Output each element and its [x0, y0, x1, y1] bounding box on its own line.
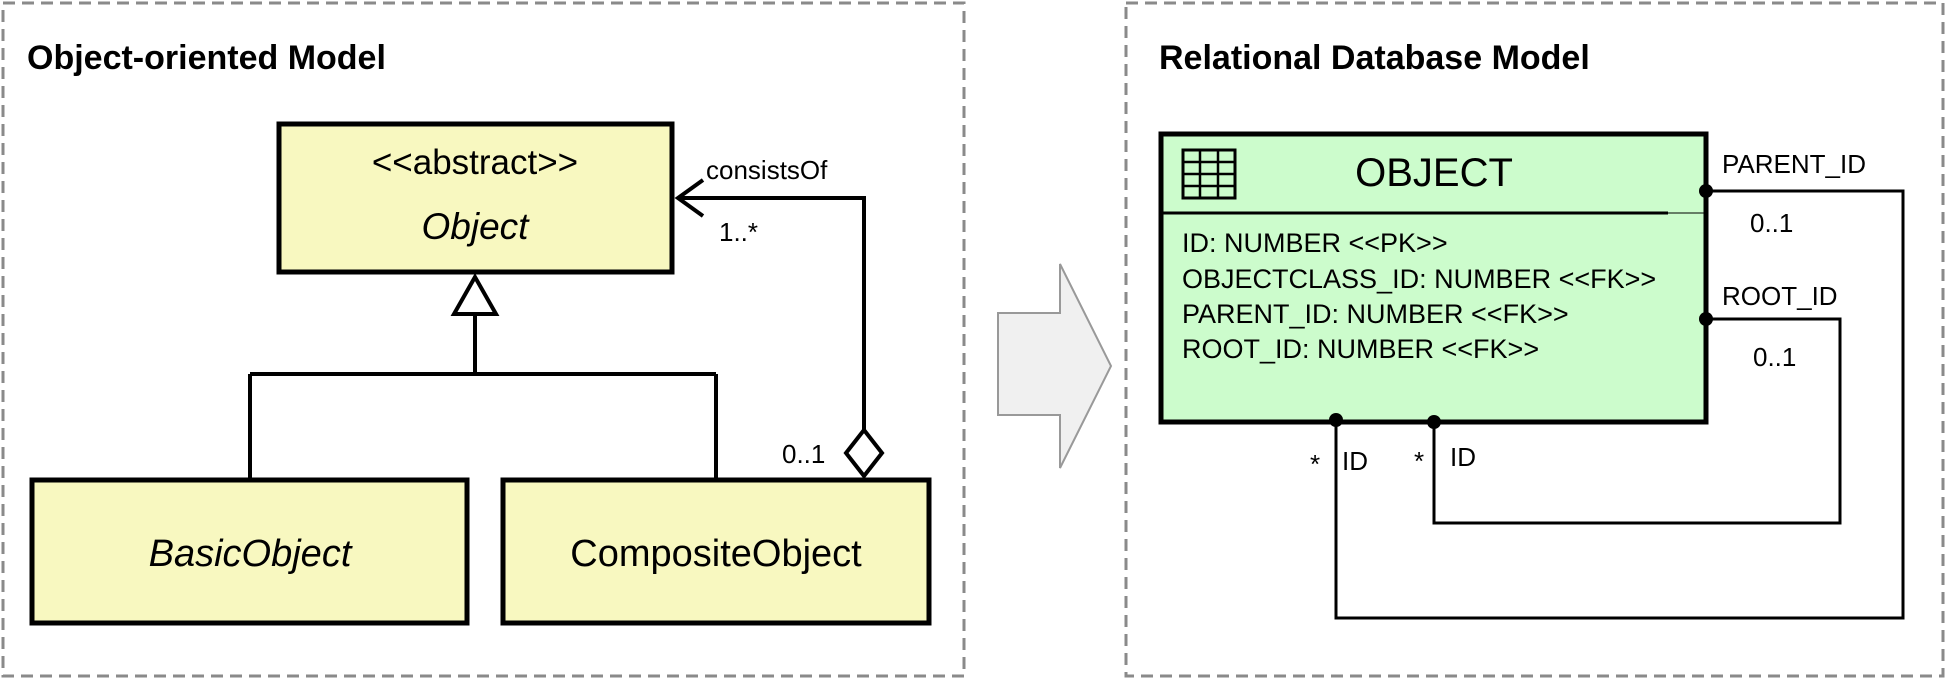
source-multiplicity-label: 0..1	[782, 439, 825, 469]
class-object-name: Object	[422, 206, 531, 247]
root-id-fk-label: ROOT_ID	[1722, 281, 1838, 311]
table-object-box	[1158, 131, 1709, 425]
table-attribute-id: ID: NUMBER <<PK>>	[1182, 228, 1448, 258]
table-object-name: OBJECT	[1355, 151, 1513, 195]
table-attribute-objectclass-id: OBJECTCLASS_ID: NUMBER <<FK>>	[1182, 264, 1656, 294]
oo-model-panel: Object-oriented Model <<abstract>> Objec…	[1, 1, 966, 678]
target-multiplicity-label: 1..*	[719, 217, 758, 247]
aggregation-diamond-icon	[843, 426, 885, 480]
fk-endpoint-dot	[1699, 184, 1713, 198]
oo-panel-title: Object-oriented Model	[27, 39, 386, 77]
class-basicobject-box	[29, 477, 470, 626]
parent-id-pk-multiplicity: *	[1310, 449, 1320, 479]
class-object-box	[276, 121, 675, 275]
parent-id-fk-multiplicity: 0..1	[1750, 208, 1793, 238]
class-basicobject: BasicObject	[29, 477, 470, 626]
relational-model-panel: Relational Database Model OBJECT ID: NUM…	[1124, 1, 1945, 678]
class-compositeobject-name: CompositeObject	[570, 533, 862, 575]
class-object: <<abstract>> Object	[276, 121, 675, 275]
table-object: OBJECT ID: NUMBER <<PK>> OBJECTCLASS_ID:…	[1158, 131, 1709, 425]
oo-panel-frame	[1, 1, 966, 678]
table-attribute-parent-id: PARENT_ID: NUMBER <<FK>>	[1182, 299, 1569, 329]
aggregation-connector: consistsOf 1..* 0..1	[674, 155, 885, 480]
table-grid-icon	[1181, 148, 1237, 200]
parent-id-pk-label: ID	[1342, 446, 1368, 476]
fk-endpoint-dot	[1699, 312, 1713, 326]
right-arrow-icon	[997, 263, 1113, 469]
pk-endpoint-dot	[1329, 413, 1343, 427]
root-id-pk-label: ID	[1450, 442, 1476, 472]
class-object-stereotype: <<abstract>>	[372, 143, 578, 182]
parent-id-fk-label: PARENT_ID	[1722, 149, 1866, 179]
relation-parent-id: PARENT_ID 0..1 ID *	[1310, 149, 1905, 620]
rel-panel-frame	[1124, 1, 1945, 678]
class-compositeobject-box	[500, 477, 932, 626]
pk-endpoint-dot	[1427, 415, 1441, 429]
association-role-label: consistsOf	[706, 155, 828, 185]
generalization-connector	[248, 272, 718, 478]
root-id-pk-multiplicity: *	[1414, 446, 1424, 476]
class-compositeobject: CompositeObject	[500, 477, 932, 626]
class-basicobject-name: BasicObject	[149, 533, 353, 575]
generalization-triangle-icon	[450, 272, 500, 316]
root-id-fk-multiplicity: 0..1	[1753, 342, 1796, 372]
relation-root-id: ROOT_ID 0..1 ID *	[1414, 281, 1842, 525]
rel-panel-title: Relational Database Model	[1159, 39, 1590, 77]
open-arrowhead-icon	[674, 178, 705, 218]
table-attribute-root-id: ROOT_ID: NUMBER <<FK>>	[1182, 334, 1539, 364]
